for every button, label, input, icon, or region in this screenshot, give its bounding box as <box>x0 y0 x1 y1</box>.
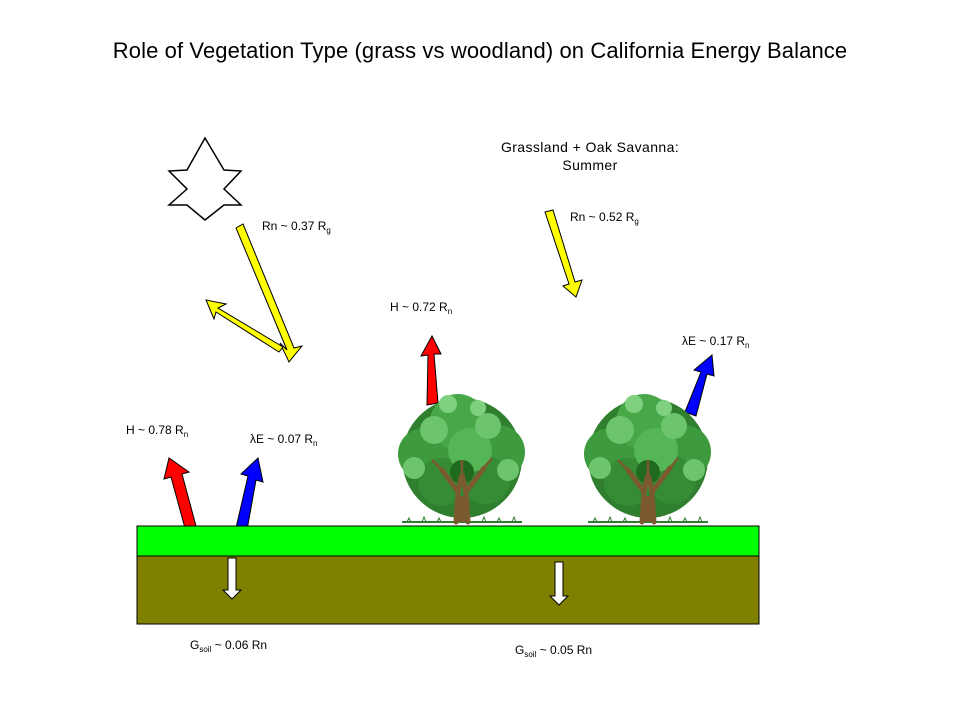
grass-net-radiation-text: Rn ~ 0.37 R <box>262 219 327 233</box>
oak-sensible-heat-subscript: n <box>447 307 453 316</box>
oak-sensible-heat-text: H ~ 0.72 R <box>390 300 448 314</box>
grass-reflected-radiation-arrow <box>205 299 284 353</box>
grass-sensible-heat-label: H ~ 0.78 Rn <box>126 423 188 439</box>
grass-ground-heat-subscript: soil <box>199 645 212 654</box>
oak-latent-heat-arrow <box>684 354 715 417</box>
diagram-title: Role of Vegetation Type (grass vs woodla… <box>112 38 848 63</box>
oak-latent-heat-text: λE ~ 0.17 R <box>682 334 746 348</box>
scenario-line-2: Summer <box>562 157 618 173</box>
grass-layer <box>136 525 760 557</box>
oak-ground-heat-flux-arrow <box>548 561 570 606</box>
grass-ground-heat-label: Gsoil ~ 0.06 Rn <box>190 638 267 654</box>
grass-ground-heat-value: ~ 0.06 Rn <box>211 638 268 652</box>
grass-incoming-radiation-arrow <box>235 223 304 363</box>
grass-latent-heat-subscript: n <box>313 439 318 448</box>
oak-ground-heat-subscript: soil <box>524 650 537 659</box>
grass-net-radiation-subscript: g <box>326 226 331 235</box>
grass-latent-heat-text: λE ~ 0.07 R <box>250 432 314 446</box>
oak-incoming-radiation-arrow <box>544 209 583 298</box>
oak-net-radiation-text: Rn ~ 0.52 R <box>570 210 635 224</box>
scenario-line-1: Grassland + Oak Savanna: <box>500 139 680 155</box>
oak-latent-heat-label: λE ~ 0.17 Rn <box>682 334 750 350</box>
oak-tree-icon <box>398 394 525 522</box>
grass-net-radiation-label: Rn ~ 0.37 Rg <box>262 219 331 235</box>
oak-latent-heat-subscript: n <box>745 341 750 350</box>
oak-sensible-heat-label: H ~ 0.72 Rn <box>390 300 452 316</box>
oak-ground-heat-label: Gsoil ~ 0.05 Rn <box>515 643 592 659</box>
grass-latent-heat-label: λE ~ 0.07 Rn <box>250 432 318 448</box>
grass-latent-heat-arrow <box>235 457 264 531</box>
oak-ground-heat-value: ~ 0.05 Rn <box>536 643 593 657</box>
oak-net-radiation-subscript: g <box>634 217 639 226</box>
oak-ground-heat-symbol: G <box>515 643 525 657</box>
grass-sensible-heat-subscript: n <box>183 430 189 439</box>
grass-ground-heat-symbol: G <box>190 638 200 652</box>
grass-ground-heat-flux-arrow <box>221 557 243 600</box>
sun-icon <box>167 136 243 221</box>
oak-net-radiation-label: Rn ~ 0.52 Rg <box>570 210 639 226</box>
grass-sensible-heat-text: H ~ 0.78 R <box>126 423 184 437</box>
scenario-heading: Grassland + Oak Savanna: Summer <box>450 138 730 174</box>
oak-sensible-heat-arrow <box>420 334 442 406</box>
grass-sensible-heat-arrow <box>163 457 197 529</box>
